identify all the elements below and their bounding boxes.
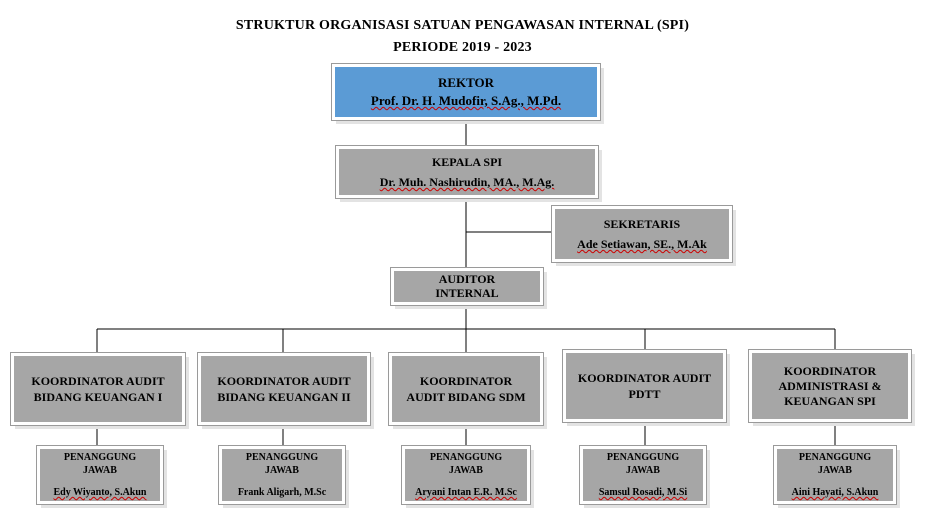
koordinator-label: PDTT bbox=[628, 387, 661, 401]
koordinator-box-sdm: KOORDINATOR AUDIT BIDANG SDM bbox=[388, 352, 544, 426]
koordinator-label: KEUANGAN SPI bbox=[784, 393, 876, 408]
rektor-role: REKTOR bbox=[437, 75, 495, 91]
kepala-spi-box: KEPALA SPI Dr. Muh. Nashirudin, MA., M.A… bbox=[335, 145, 599, 199]
koordinator-box-keuangan-2: KOORDINATOR AUDIT BIDANG KEUANGAN II bbox=[197, 352, 371, 426]
koordinator-label: KOORDINATOR AUDIT bbox=[217, 373, 351, 388]
pj-label: PENANGGUNG bbox=[63, 452, 137, 463]
pj-name: Edy Wiyanto, S.Akun bbox=[53, 487, 147, 498]
pj-label: PENANGGUNG bbox=[606, 452, 680, 463]
koordinator-label: BIDANG KEUANGAN I bbox=[33, 390, 163, 404]
pj-name: Samsul Rosadi, M.Si bbox=[598, 487, 688, 498]
sekretaris-name: Ade Setiawan, SE., M.Ak bbox=[577, 237, 707, 251]
pj-label: PENANGGUNG bbox=[429, 452, 503, 463]
koordinator-label: AUDIT BIDANG SDM bbox=[406, 390, 526, 404]
penanggung-jawab-box-5: PENANGGUNG JAWAB Aini Hayati, S.Akun bbox=[773, 445, 897, 505]
pj-name: Aryani Intan E.R. M.Sc bbox=[415, 487, 517, 498]
auditor-line2: INTERNAL bbox=[435, 285, 499, 300]
auditor-line1: AUDITOR bbox=[438, 272, 496, 287]
rektor-name: Prof. Dr. H. Mudofir, S.Ag., M.Pd. bbox=[370, 93, 562, 108]
penanggung-jawab-box-4: PENANGGUNG JAWAB Samsul Rosadi, M.Si bbox=[579, 445, 707, 505]
koordinator-box-pdtt: KOORDINATOR AUDIT PDTT bbox=[562, 349, 727, 423]
penanggung-jawab-box-2: PENANGGUNG JAWAB Frank Aligarh, M.Sc bbox=[218, 445, 346, 505]
pj-label: JAWAB bbox=[449, 465, 483, 476]
pj-label: PENANGGUNG bbox=[798, 452, 872, 463]
penanggung-jawab-box-3: PENANGGUNG JAWAB Aryani Intan E.R. M.Sc bbox=[401, 445, 531, 505]
auditor-internal-box: AUDITOR INTERNAL bbox=[390, 267, 544, 306]
koordinator-label: KOORDINATOR bbox=[419, 373, 513, 388]
chart-period: PERIODE 2019 - 2023 bbox=[393, 40, 532, 55]
koordinator-label: ADMINISTRASI & bbox=[778, 378, 882, 393]
pj-label: JAWAB bbox=[818, 465, 852, 476]
koordinator-label: KOORDINATOR AUDIT bbox=[577, 370, 712, 385]
rektor-box: REKTOR Prof. Dr. H. Mudofir, S.Ag., M.Pd… bbox=[331, 63, 601, 121]
koordinator-box-administrasi: KOORDINATOR ADMINISTRASI & KEUANGAN SPI bbox=[748, 349, 912, 423]
pj-name: Frank Aligarh, M.Sc bbox=[237, 487, 327, 498]
pj-label: JAWAB bbox=[83, 465, 117, 476]
penanggung-jawab-box-1: PENANGGUNG JAWAB Edy Wiyanto, S.Akun bbox=[36, 445, 164, 505]
pj-label: JAWAB bbox=[265, 465, 299, 476]
pj-label: JAWAB bbox=[626, 465, 660, 476]
koordinator-box-keuangan-1: KOORDINATOR AUDIT BIDANG KEUANGAN I bbox=[10, 352, 186, 426]
koordinator-label: KOORDINATOR AUDIT bbox=[31, 373, 165, 388]
pj-name: Aini Hayati, S.Akun bbox=[791, 487, 879, 498]
sekretaris-role: SEKRETARIS bbox=[603, 216, 681, 231]
koordinator-label: BIDANG KEUANGAN II bbox=[217, 390, 351, 404]
sekretaris-box: SEKRETARIS Ade Setiawan, SE., M.Ak bbox=[551, 205, 733, 263]
kepala-role: KEPALA SPI bbox=[431, 154, 503, 169]
chart-title: STRUKTUR ORGANISASI SATUAN PENGAWASAN IN… bbox=[235, 18, 690, 33]
koordinator-label: KOORDINATOR bbox=[783, 363, 877, 378]
kepala-name: Dr. Muh. Nashirudin, MA., M.Ag. bbox=[379, 175, 555, 189]
pj-label: PENANGGUNG bbox=[245, 452, 319, 463]
